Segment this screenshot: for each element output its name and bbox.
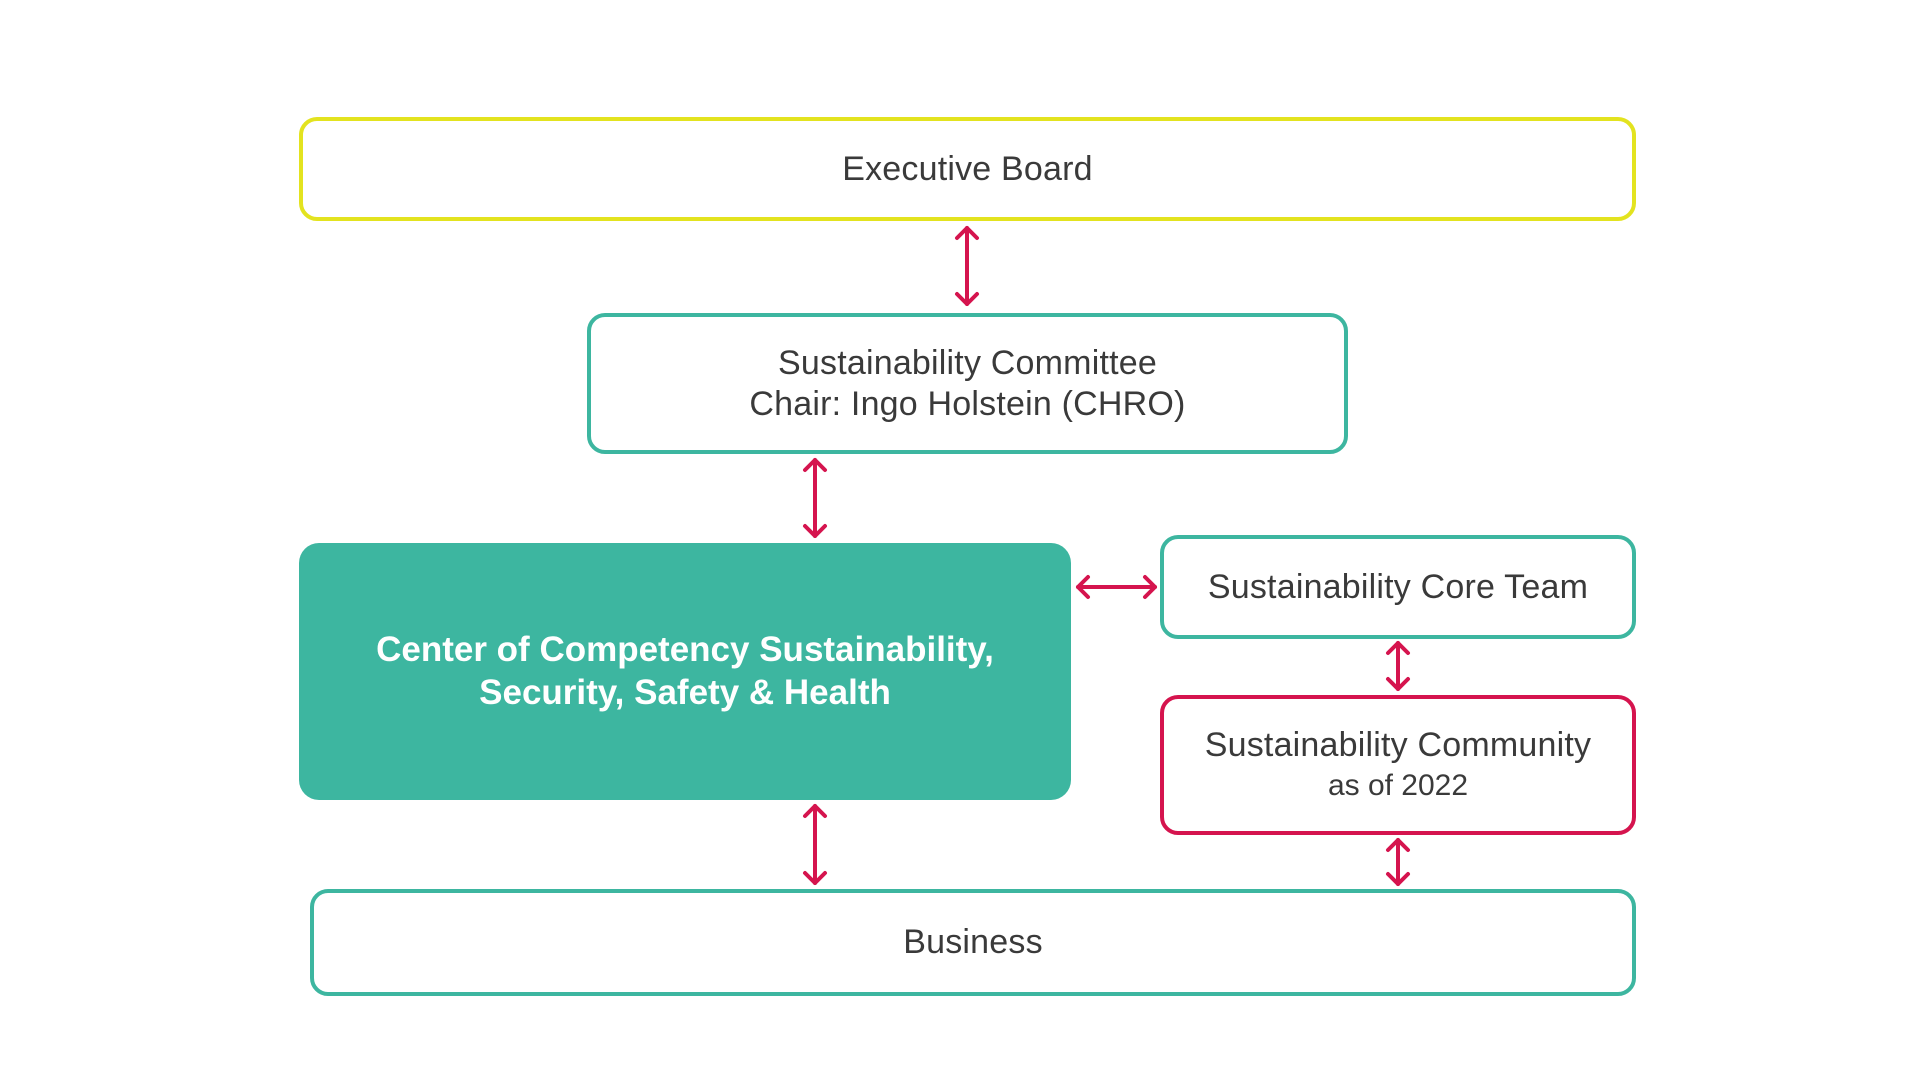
arrow-center-coreteam — [1076, 575, 1157, 599]
sustainability-committee-chair: Chair: Ingo Holstein (CHRO) — [749, 384, 1186, 423]
executive-board-label: Executive Board — [842, 149, 1093, 188]
center-of-competency-line2: Security, Safety & Health — [479, 672, 891, 712]
center-of-competency-line1: Center of Competency Sustainability, — [376, 629, 994, 669]
arrow-coreteam-community — [1386, 641, 1410, 691]
arrow-committee-center — [803, 458, 827, 538]
sustainability-committee-box: Sustainability Committee Chair: Ingo Hol… — [587, 313, 1348, 454]
sustainability-committee-title: Sustainability Committee — [778, 343, 1157, 382]
sustainability-core-team-label: Sustainability Core Team — [1207, 567, 1589, 606]
executive-board-box: Executive Board — [299, 117, 1636, 221]
business-label: Business — [903, 923, 1043, 962]
sustainability-core-team-box: Sustainability Core Team — [1160, 535, 1636, 639]
arrow-executive-committee — [955, 226, 979, 306]
sustainability-community-subtitle: as of 2022 — [1327, 768, 1469, 802]
center-of-competency-box: Center of Competency Sustainability, Sec… — [299, 543, 1071, 800]
business-box: Business — [310, 889, 1636, 996]
sustainability-community-title: Sustainability Community — [1204, 726, 1592, 765]
arrow-center-business — [803, 804, 827, 885]
sustainability-community-box: Sustainability Community as of 2022 — [1160, 695, 1636, 835]
arrow-community-business — [1386, 838, 1410, 886]
